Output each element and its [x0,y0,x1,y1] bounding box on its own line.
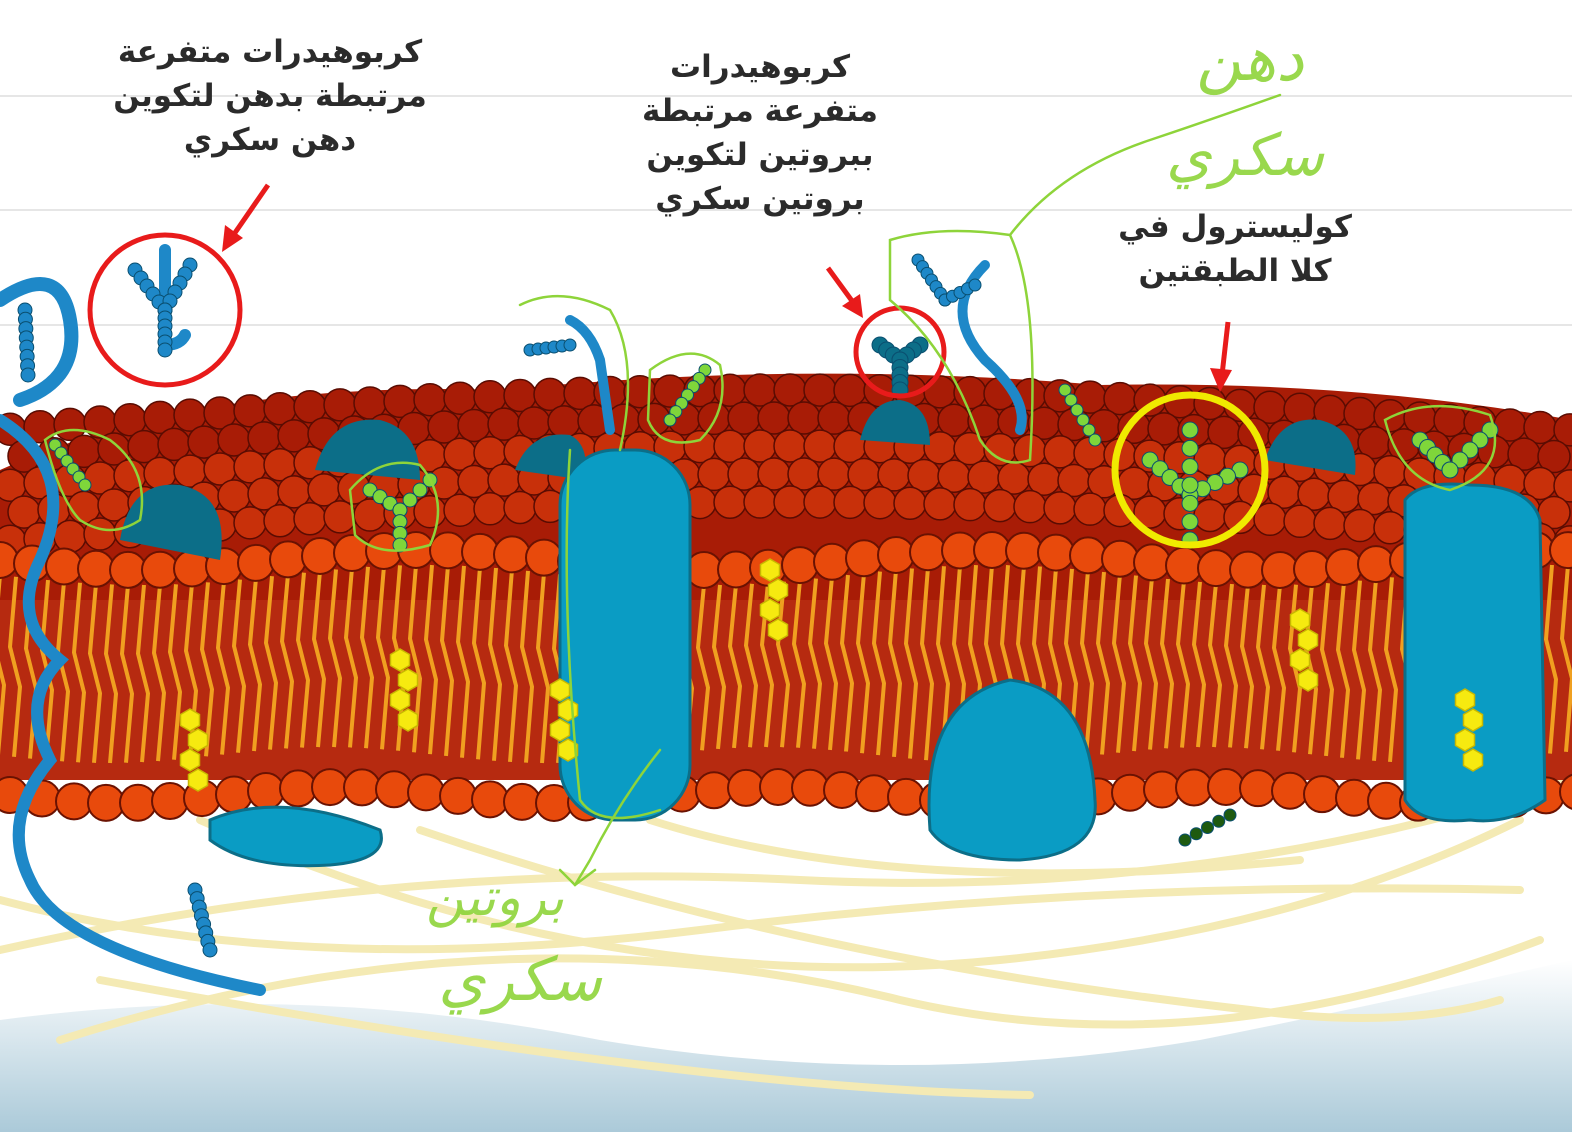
handwriting-top-2: سكري [1166,121,1325,190]
glycoprotein-label-line-1: كربوهيدرات [610,45,910,89]
handwriting-bottom-1: بروتين [426,868,564,928]
glycolipid-label-line-1: كربوهيدرات متفرعة [95,30,445,74]
glycolipid-label: كربوهيدرات متفرعة مرتبطة بدهن لتكوين دهن… [95,30,445,162]
glycolipid-label-line-2: مرتبطة بدهن لتكوين [95,74,445,118]
transmembrane-protein-channel [560,450,690,820]
handwriting-top-1: دهن [1196,22,1304,96]
handwriting-bottom-2: سكري [438,945,602,1015]
glycoprotein-strand-left [0,284,71,400]
glycolipid-label-line-3: دهن سكري [95,118,445,162]
glycoprotein-label-line-2: متفرعة مرتبطة [610,89,910,133]
cholesterol-label-line-2: كلا الطبقتين [1100,249,1370,293]
glycoprotein-label: كربوهيدرات متفرعة مرتبطة ببروتين لتكوين … [610,45,910,221]
cholesterol-label: كوليسترول في كلا الطبقتين [1100,205,1370,293]
glycoprotein-label-line-3: ببروتين لتكوين [610,133,910,177]
cholesterol-label-line-1: كوليسترول في [1100,205,1370,249]
peripheral-protein-left [210,807,381,866]
glycoprotein-label-line-4: بروتين سكري [610,177,910,221]
